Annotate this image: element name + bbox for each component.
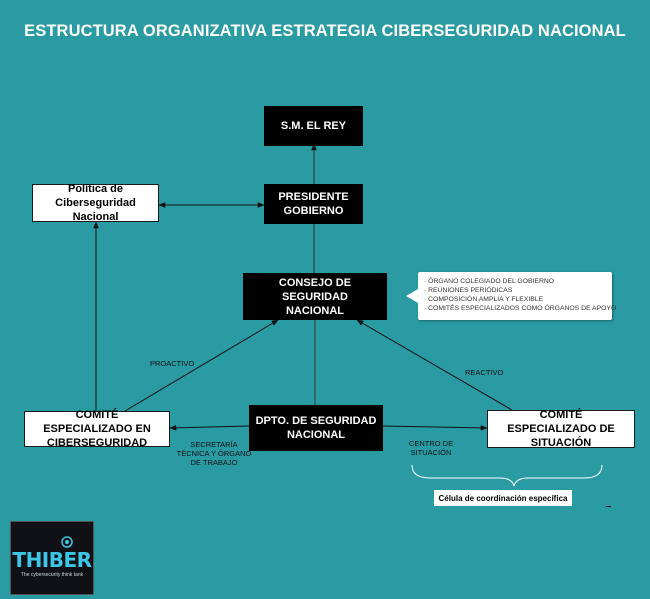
- logo-wordmark: THIBER: [12, 548, 92, 572]
- label-secretaria-line2: TÉCNICA Y ÓRGANO: [176, 449, 252, 458]
- callout-item: · COMPOSICIÓN AMPLIA Y FLEXIBLE: [424, 296, 544, 303]
- node-dpto-line1: DPTO. DE SEGURIDAD: [255, 415, 377, 427]
- node-politica: Política de Ciberseguridad Nacional: [32, 183, 159, 223]
- node-politica-line2: Ciberseguridad Nacional: [55, 197, 136, 223]
- callout-item: · ÓRGANO COLEGIADO DEL GOBIERNO: [424, 278, 555, 285]
- curly-brace: [411, 464, 603, 487]
- node-rey-label: S.M. EL REY: [280, 120, 347, 132]
- node-politica-line1: Política de: [67, 183, 124, 195]
- node-comite-situacion-line2: SITUACIÓN: [530, 437, 592, 449]
- label-proactivo: PROACTIVO: [150, 359, 195, 368]
- link-comite-ciber-consejo: [124, 319, 279, 412]
- node-comite-ciber-line2: CIBERSEGURIDAD: [46, 437, 148, 449]
- node-presidente-line1: PRESIDENTE: [278, 191, 349, 203]
- link-dpto-comite-situacion: [382, 425, 488, 431]
- callout-item: · COMITÉS ESPECIALIZADOS COMO ÓRGANOS DE…: [424, 305, 617, 312]
- label-secretaria-line3: DE TRABAJO: [190, 458, 238, 467]
- node-consejo-line1: CONSEJO DE SEGURIDAD: [278, 276, 352, 303]
- node-dpto-line2: NACIONAL: [286, 429, 346, 441]
- label-centro-line2: SITUACIÓN: [410, 448, 452, 457]
- callout-item: · REUNIONES PERIÓDICAS: [424, 287, 513, 294]
- node-comite-situacion-line1: COMITÉ ESPECIALIZADO DE: [507, 409, 615, 435]
- node-rey: S.M. EL REY: [264, 106, 363, 146]
- node-comite-ciber-line1: COMITÉ ESPECIALIZADO EN: [43, 409, 151, 435]
- node-comite-situacion: COMITÉ ESPECIALIZADO DE SITUACIÓN: [487, 409, 635, 449]
- thiber-eye-icon: [61, 536, 73, 548]
- logo-tagline: The cybersecurity think tank: [20, 572, 84, 578]
- node-dpto: DPTO. DE SEGURIDAD NACIONAL: [249, 405, 383, 451]
- label-secretaria: SECRETARÍA TÉCNICA Y ÓRGANO DE TRABAJO: [166, 440, 262, 467]
- consejo-callout: · ÓRGANO COLEGIADO DEL GOBIERNO · REUNIO…: [406, 272, 617, 320]
- link-dpto-comite-ciber: [169, 425, 250, 431]
- node-presidente: PRESIDENTE GOBIERNO: [264, 184, 363, 224]
- label-reactivo: REACTIVO: [465, 368, 504, 377]
- thiber-logo: THIBER The cybersecurity think tank: [10, 521, 94, 595]
- celula-coordinacion-box: Célula de coordinación específica: [434, 490, 572, 506]
- label-secretaria-line1: SECRETARÍA: [190, 440, 238, 449]
- node-comite-ciber: COMITÉ ESPECIALIZADO EN CIBERSEGURIDAD: [24, 409, 170, 449]
- label-centro: CENTRO DE SITUACIÓN: [398, 439, 464, 457]
- link-comite-situacion-consejo: [356, 319, 513, 411]
- diagram-title: ESTRUCTURA ORGANIZATIVA ESTRATEGIA CIBER…: [24, 22, 626, 40]
- decorative-dash: [606, 506, 611, 507]
- node-consejo-line2: NACIONAL: [285, 304, 345, 317]
- label-centro-line1: CENTRO DE: [408, 439, 454, 448]
- node-presidente-line2: GOBIERNO: [283, 205, 344, 217]
